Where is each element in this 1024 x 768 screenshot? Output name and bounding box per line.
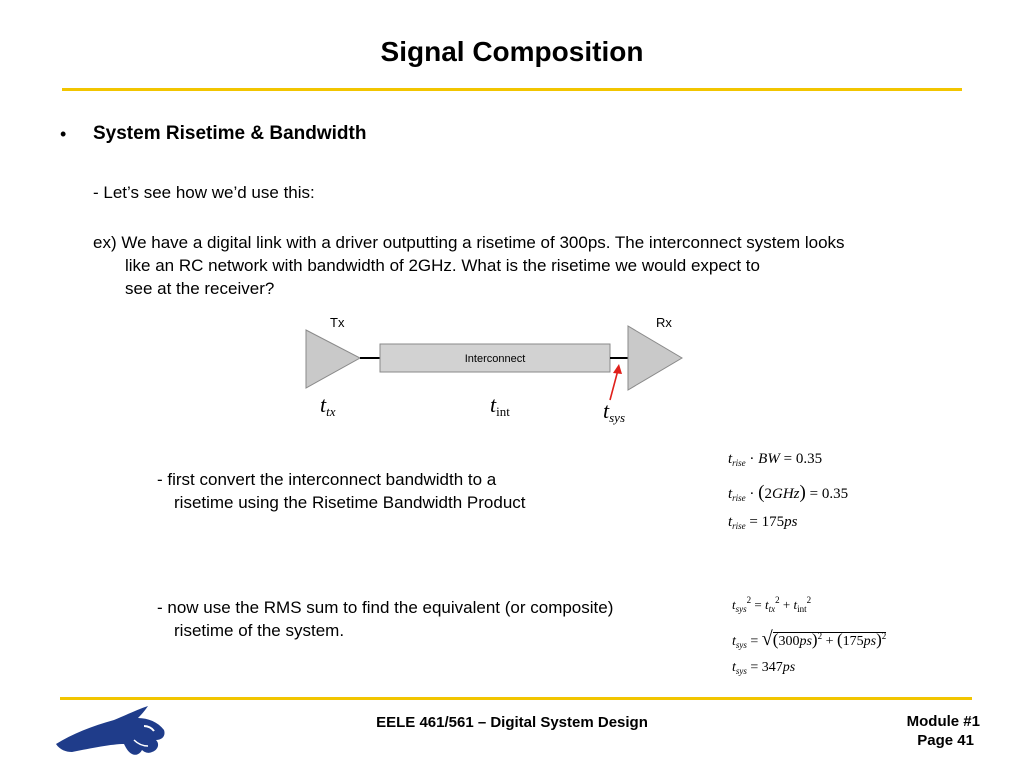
t-sys-label: tsys: [603, 398, 626, 425]
equation-tsys-result: tsys = 347ps: [732, 660, 796, 676]
footer-page: Page 41: [917, 732, 974, 749]
sqrt-icon: √: [761, 628, 773, 650]
tx-label: Tx: [330, 315, 345, 330]
intro-line: - Let’s see how we’d use this:: [93, 183, 315, 202]
bullet-marker: •: [60, 124, 67, 144]
t-int-label: tint: [490, 392, 510, 419]
equation-rise-bw: trise · BW = 0.35: [728, 451, 823, 468]
step1-line-2: risetime using the Risetime Bandwidth Pr…: [174, 493, 526, 512]
interconnect-box: [379, 343, 611, 373]
t-tx-label: ttx: [320, 392, 336, 419]
rx-receiver-triangle: [627, 325, 683, 391]
bobcat-logo-icon: [56, 706, 165, 755]
section-heading: System Risetime & Bandwidth: [93, 123, 367, 144]
tx-driver-triangle: [305, 329, 362, 389]
tsys-arrowhead: [613, 364, 622, 374]
step1-line-1: - first convert the interconnect bandwid…: [157, 470, 497, 489]
footer-course: EELE 461/561 – Digital System Design: [376, 714, 648, 731]
interconnect-label: Interconnect: [465, 353, 526, 365]
sqrt-radicand: (300ps)2 + (175ps)2: [772, 630, 887, 649]
example-line-2: like an RC network with bandwidth of 2GH…: [125, 256, 760, 275]
footer-module: Module #1: [906, 713, 980, 730]
footer-rule: [60, 697, 972, 700]
tsys-arrow: [609, 369, 619, 401]
title-underline: [62, 88, 962, 91]
step2-line-2: risetime of the system.: [174, 621, 345, 640]
equation-rms-values: tsys = √(300ps)2 + (175ps)2: [732, 628, 887, 650]
slide-title: Signal Composition: [380, 36, 644, 67]
example-line-1: ex) We have a digital link with a driver…: [93, 233, 845, 252]
equation-rms-sum: tsys2 = ttx2 + tint2: [732, 595, 812, 614]
rx-label: Rx: [656, 315, 672, 330]
equation-rise-175ps: trise = 175ps: [728, 514, 798, 531]
step2-line-1: - now use the RMS sum to find the equiva…: [157, 598, 614, 617]
equation-rise-2ghz: trise · (2GHz) = 0.35: [728, 482, 849, 503]
example-line-3: see at the receiver?: [125, 279, 275, 298]
link-diagram: Tx Rx Interconnect: [305, 315, 683, 401]
